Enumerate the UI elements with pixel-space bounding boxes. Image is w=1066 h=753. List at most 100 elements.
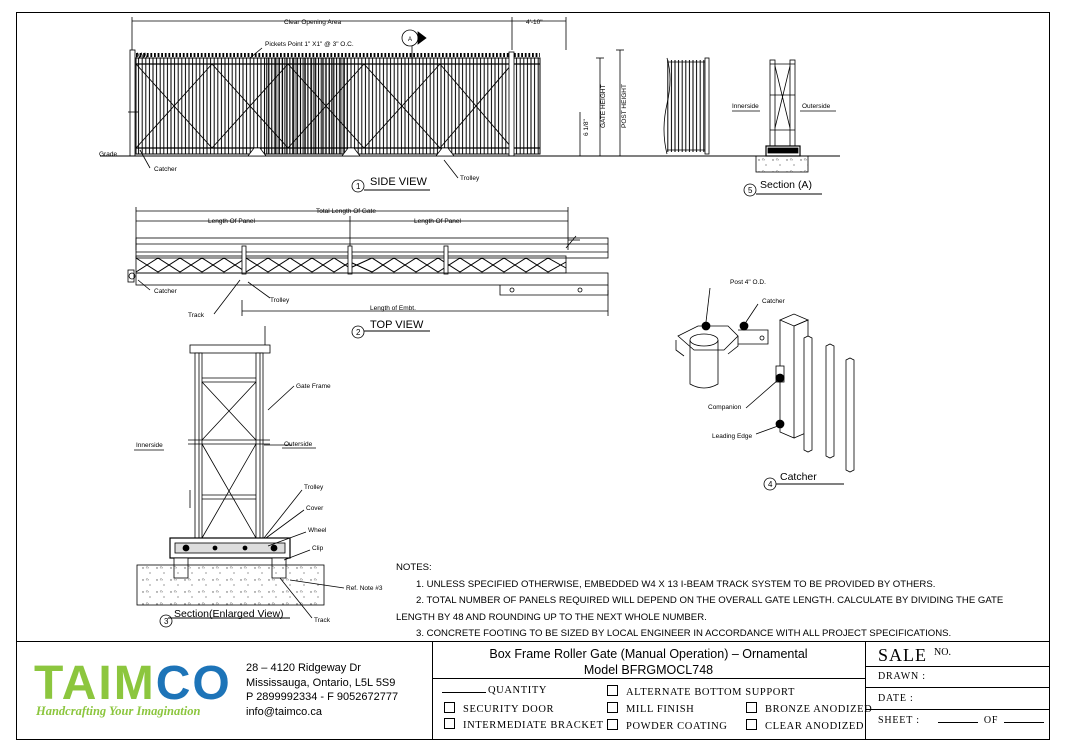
- title-section-enlarged: Section(Enlarged View): [174, 608, 284, 620]
- model-number: Model BFRGMOCL748: [583, 663, 714, 677]
- option-clear-anodized[interactable]: CLEAR ANODIZED: [746, 719, 864, 732]
- view-number-2: 2: [356, 328, 361, 337]
- label-pickets: Pickets Point 1" X1" @ 3" O.C.: [265, 41, 354, 48]
- option-security-door[interactable]: SECURITY DOOR: [444, 702, 554, 715]
- address-line-2: Mississauga, Ontario, L5L 5S9: [246, 676, 396, 689]
- top-view-labels: Total Length Of Gate Length Of Panel Len…: [154, 208, 462, 339]
- dim-length-panel-1: Length Of Panel: [208, 218, 256, 225]
- view-number-5: 5: [748, 186, 753, 195]
- catcher-detail: [675, 287, 855, 485]
- sheet-label: SHEET :: [878, 715, 920, 726]
- catcher-detail-labels: Post 4" O.D. Catcher Companion Leading E…: [708, 279, 817, 491]
- of-label: OF: [983, 715, 999, 726]
- label-gate-frame: Gate Frame: [296, 383, 331, 390]
- top-view: [127, 207, 609, 332]
- email: info@taimco.ca: [246, 705, 322, 718]
- label-trolley-side: Trolley: [460, 175, 480, 182]
- label-wheel: Wheel: [308, 527, 327, 534]
- view-number-3: 3: [164, 617, 169, 626]
- address-line-1: 28 – 4120 Ridgeway Dr: [246, 662, 361, 674]
- sheet-field: SHEET : OF: [878, 715, 1045, 726]
- logo-part-a: T: [34, 657, 62, 710]
- label-catcher-detail: Catcher: [762, 298, 786, 305]
- label-post-height: POST HEIGHT: [621, 84, 628, 128]
- drawing-title: Box Frame Roller Gate (Manual Operation)…: [489, 647, 808, 661]
- checkbox[interactable]: [607, 702, 618, 713]
- company-address: 28 – 4120 Ridgeway Dr Mississauga, Ontar…: [246, 661, 398, 719]
- label-catcher-side: Catcher: [154, 166, 178, 173]
- dim-length-embt: Length of Embt.: [370, 305, 416, 312]
- label-innerside-a: Innerside: [732, 103, 759, 110]
- option-label: POWDER COATING: [626, 721, 728, 732]
- label-trolley-sec: Trolley: [304, 484, 324, 491]
- side-view-labels: Clear Opening Area 4'-10" Pickets Point …: [99, 19, 628, 193]
- label-outerside-a: Outerside: [802, 103, 831, 110]
- option-alternate-bottom[interactable]: ALTERNATE BOTTOM SUPPORT: [607, 685, 795, 698]
- checkbox[interactable]: [746, 702, 757, 713]
- title-top-view: TOP VIEW: [370, 319, 424, 331]
- title-catcher: Catcher: [780, 471, 817, 483]
- side-view: [100, 17, 840, 191]
- label-ref-note: Ref. Note #3: [346, 585, 383, 592]
- drawing-sheet: [16, 12, 1050, 740]
- logo-part-c: CO: [155, 657, 232, 710]
- section-enlarged-labels: Gate Frame Innerside Outerside Trolley C…: [136, 383, 383, 628]
- sale-no-label: NO.: [934, 647, 951, 658]
- section-enlarged: [134, 326, 345, 619]
- title-section-a: Section (A): [760, 179, 812, 191]
- option-label: ALTERNATE BOTTOM SUPPORT: [626, 687, 795, 698]
- drawn-label: DRAWN :: [878, 671, 926, 682]
- checkbox[interactable]: [607, 685, 618, 696]
- label-clip: Clip: [312, 545, 324, 552]
- label-gate-height: GATE HEIGHT: [600, 84, 607, 128]
- checkbox[interactable]: [607, 719, 618, 730]
- section-a-labels: Innerside Outerside 5 Section (A): [732, 103, 831, 195]
- dim-length-panel-2: Length Of Panel: [414, 218, 462, 225]
- note-1: 1. UNLESS SPECIFIED OTHERWISE, EMBEDDED …: [416, 578, 936, 590]
- quantity-field[interactable]: QUANTITY: [442, 685, 547, 696]
- title-block: TAIMCO Handcrafting Your Imagination 28 …: [16, 641, 1050, 740]
- notes: NOTES: 1. UNLESS SPECIFIED OTHERWISE, EM…: [396, 560, 1003, 643]
- notes-heading: NOTES:: [396, 562, 432, 573]
- note-2b: LENGTH BY 48 AND ROUNDING UP TO THE NEXT…: [396, 611, 707, 623]
- sale-label: SALE: [878, 645, 927, 665]
- date-label: DATE :: [878, 693, 914, 704]
- label-catcher-top: Catcher: [154, 288, 178, 295]
- option-label: CLEAR ANODIZED: [765, 721, 865, 732]
- label-trolley-top: Trolley: [270, 297, 290, 304]
- checkbox[interactable]: [444, 718, 455, 729]
- label-track-sec: Track: [314, 617, 331, 624]
- option-intermediate-bracket[interactable]: INTERMEDIATE BRACKET: [444, 718, 604, 731]
- option-label: SECURITY DOOR: [463, 704, 555, 715]
- taimco-logo: TAIMCO: [34, 660, 232, 708]
- dim-4-10: 4'-10": [526, 19, 543, 26]
- drawing-canvas: Clear Opening Area 4'-10" Pickets Point …: [99, 17, 855, 628]
- label-grade: Grade: [99, 151, 117, 158]
- label-cover: Cover: [306, 505, 324, 512]
- option-mill-finish[interactable]: MILL FINISH: [607, 702, 694, 715]
- label-leading-edge: Leading Edge: [712, 433, 753, 440]
- title-side-view: SIDE VIEW: [370, 176, 427, 188]
- checkbox[interactable]: [444, 702, 455, 713]
- option-powder-coating[interactable]: POWDER COATING: [607, 719, 727, 732]
- note-2a: 2. TOTAL NUMBER OF PANELS REQUIRED WILL …: [416, 595, 1004, 606]
- dim-total-length: Total Length Of Gate: [316, 208, 376, 215]
- checkbox[interactable]: [746, 719, 757, 730]
- logo-part-b: AIM: [61, 657, 156, 710]
- option-bronze-anodized[interactable]: BRONZE ANODIZED: [746, 702, 872, 715]
- label-post-od: Post 4" O.D.: [730, 279, 766, 286]
- marker-a: A: [408, 37, 412, 43]
- label-track-top: Track: [188, 312, 205, 319]
- option-label: INTERMEDIATE BRACKET: [463, 720, 604, 731]
- option-label: BRONZE ANODIZED: [765, 704, 873, 715]
- phone-fax: P 2899992334 - F 9052672777: [246, 691, 399, 703]
- label-innerside-b: Innerside: [136, 442, 163, 449]
- option-label: MILL FINISH: [626, 704, 695, 715]
- quantity-label: QUANTITY: [488, 685, 548, 696]
- view-number-4: 4: [768, 480, 773, 489]
- label-outerside-b: Outerside: [284, 441, 313, 448]
- label-companion: Companion: [708, 404, 742, 411]
- dim-6-18: 6 1/8": [583, 119, 590, 136]
- note-3: 3. CONCRETE FOOTING TO BE SIZED BY LOCAL…: [416, 628, 952, 639]
- dim-clear-opening: Clear Opening Area: [284, 19, 341, 26]
